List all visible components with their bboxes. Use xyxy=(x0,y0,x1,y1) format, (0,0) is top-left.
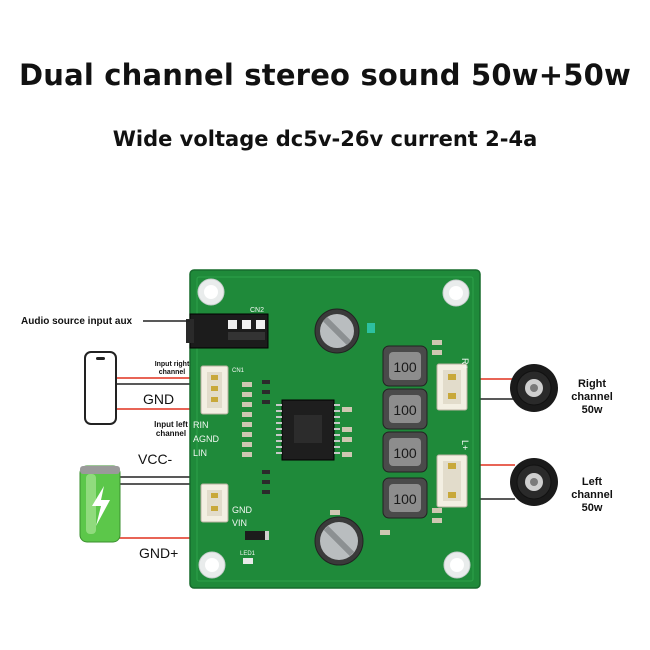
input-connector xyxy=(200,365,229,415)
inductor-label: 100 xyxy=(393,359,417,375)
inductor-label: 100 xyxy=(393,491,417,507)
mounting-hole xyxy=(443,551,471,579)
capacitor-bottom xyxy=(314,516,364,566)
mounting-hole xyxy=(442,279,470,307)
speaker-icon xyxy=(510,458,558,506)
vin-silk: VIN xyxy=(232,518,247,528)
right-channel-label: Right channel 50w xyxy=(571,378,613,416)
aux-jack xyxy=(186,313,269,349)
gnd-label: GND xyxy=(143,391,175,407)
inductor-label: 100 xyxy=(393,402,417,418)
agnd-silk: AGND xyxy=(193,434,220,444)
input-left-label: Input left channel xyxy=(154,420,188,438)
vcc-label: VCC- xyxy=(138,451,173,467)
gnd-silk: GND xyxy=(232,505,253,515)
inductor: 100 xyxy=(382,388,428,430)
inductor: 100 xyxy=(382,477,428,519)
diode-band xyxy=(265,531,269,540)
lin-silk: LIN xyxy=(193,448,207,458)
phone-icon xyxy=(84,351,117,425)
power-led xyxy=(243,558,253,564)
right-speaker-connector xyxy=(436,363,468,411)
speaker-icon xyxy=(510,364,558,412)
page-title: Dual channel stereo sound 50w+50w xyxy=(18,58,632,92)
diode xyxy=(245,531,267,540)
battery-icon xyxy=(79,465,121,543)
power-connector xyxy=(200,483,229,523)
cn2-silk: CN2 xyxy=(250,307,264,314)
aux-input-label: Audio source input aux xyxy=(21,316,133,327)
led-silk: LED1 xyxy=(240,551,256,557)
left-channel-label: Left channel 50w xyxy=(571,476,613,514)
gnd-plus-label: GND+ xyxy=(139,545,179,561)
smd-components xyxy=(242,340,442,535)
input-right-label: Input right channel xyxy=(154,361,190,376)
mounting-hole xyxy=(198,551,226,579)
amplifier-ic xyxy=(276,399,340,461)
inductor: 100 xyxy=(382,431,428,473)
mounting-hole xyxy=(197,278,225,306)
rin-silk: RIN xyxy=(193,420,209,430)
capacitor-top xyxy=(314,308,360,354)
left-speaker-connector xyxy=(436,454,468,508)
pcb-board: CN2 CN1 RIN AGND LIN GND VIN xyxy=(186,269,481,589)
lplus-silk: L+ xyxy=(460,440,470,450)
inductor-label: 100 xyxy=(393,445,417,461)
page-subtitle: Wide voltage dc5v-26v current 2-4a xyxy=(112,127,538,151)
rplus-silk: R+ xyxy=(460,358,470,370)
inductor: 100 xyxy=(382,345,428,387)
cn1-silk: CN1 xyxy=(232,368,245,374)
indicator-led xyxy=(367,323,375,333)
